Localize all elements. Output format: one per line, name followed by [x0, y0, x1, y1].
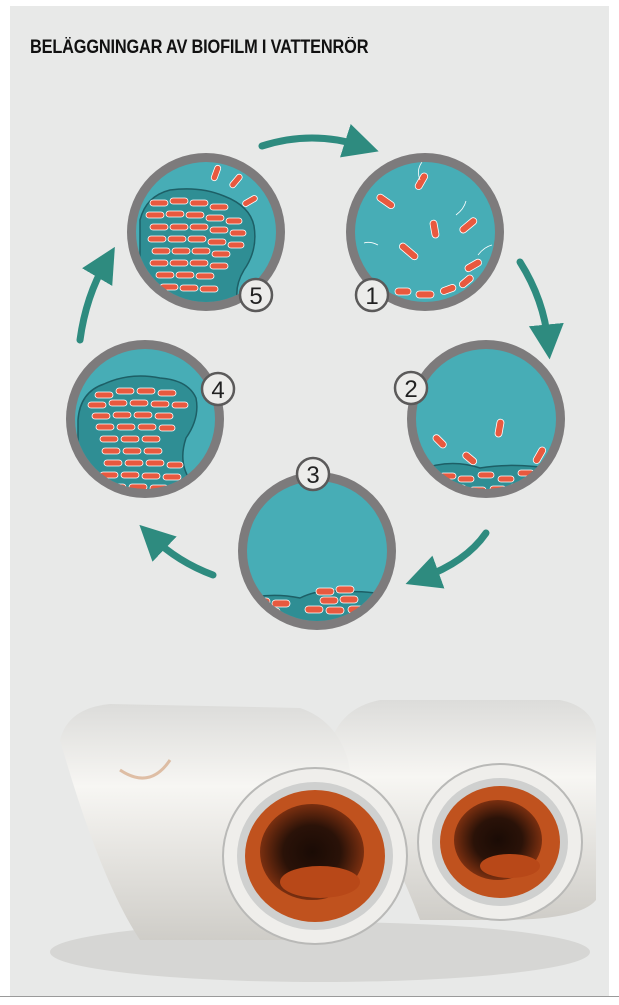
stage-2-circle: [407, 340, 565, 520]
arrow-5-to-1: [262, 138, 362, 146]
stage-4-number: 4: [211, 377, 224, 404]
pipes-with-biofilm-photo: [50, 700, 596, 982]
stage-1-number: 1: [365, 283, 378, 310]
stage-3-number: 3: [306, 462, 319, 489]
stage-5-number: 5: [249, 283, 262, 310]
arrow-2-to-3: [422, 533, 486, 578]
stage-2-number: 2: [404, 376, 417, 403]
stage-4-badge: 4: [202, 373, 234, 405]
stage-3-circle: [238, 472, 400, 640]
stage-3-badge: 3: [297, 458, 329, 490]
arrow-4-to-5: [80, 262, 106, 340]
stage-2-badge: 2: [395, 372, 427, 404]
arrow-1-to-2: [520, 262, 548, 342]
stage-4-circle: [66, 340, 224, 520]
stage-1-badge: 1: [356, 279, 388, 311]
stage-5-badge: 5: [240, 279, 272, 311]
arrow-3-to-4: [152, 537, 213, 575]
